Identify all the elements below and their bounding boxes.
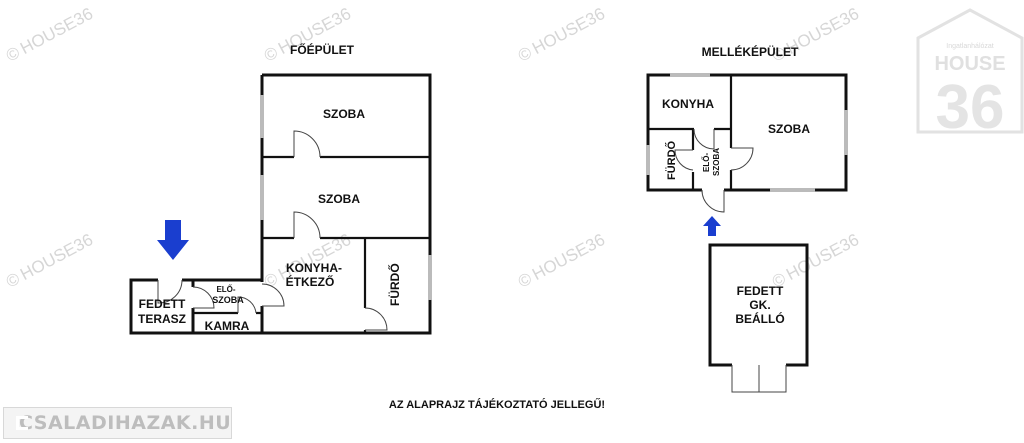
room-label-annex-hall: SZOBA — [712, 148, 721, 176]
brand-logo-line: HOUSE — [934, 53, 1005, 75]
carport-gate — [731, 362, 787, 393]
site-badge: CSALADIHAZAK.HU — [3, 407, 232, 439]
entrance-arrow-icon — [703, 216, 721, 236]
brand-logo-line: 36 — [936, 73, 1005, 142]
room-label-szoba-1: SZOBA — [323, 107, 365, 121]
room-label-terrace: FEDETT — [139, 297, 186, 311]
door — [693, 126, 715, 150]
main-building-title: FŐÉPÜLET — [290, 42, 355, 57]
watermark-text: HOUSE36 — [529, 4, 608, 58]
carport-label: BEÁLLÓ — [735, 311, 784, 326]
door — [728, 147, 754, 171]
watermark-text: HOUSE36 — [17, 230, 96, 284]
room-label-szoba-2: SZOBA — [318, 192, 360, 206]
door — [674, 149, 696, 172]
disclaimer-text: AZ ALAPRAJZ TÁJÉKOZTATÓ JELLEGŰ! — [389, 398, 605, 411]
watermark-text: HOUSE36 — [529, 230, 608, 284]
room-label-kitchen: ÉTKEZŐ — [286, 274, 335, 289]
door — [293, 130, 321, 160]
room-label-hall: ELŐ- — [216, 285, 235, 294]
door — [237, 296, 257, 316]
door — [190, 286, 215, 309]
watermark-text: HOUSE36 — [783, 230, 862, 284]
entrance-arrow-icon — [157, 220, 189, 260]
room-label-annex-szoba: SZOBA — [768, 122, 810, 136]
room-label-annex-bathroom: FÜRDŐ — [665, 140, 678, 180]
door — [701, 187, 725, 213]
brand-logo: Ingatlanhálózat HOUSE 36 — [916, 8, 1024, 142]
door — [293, 211, 321, 241]
annex-building-title: MELLÉKÉPÜLET — [702, 44, 799, 59]
door — [259, 282, 285, 307]
room-label-terrace: TERASZ — [138, 312, 186, 326]
door — [157, 277, 183, 304]
room-label-annex-kitchen: KONYHA — [662, 97, 714, 111]
room-label-kitchen: KONYHA- — [286, 261, 342, 275]
room-label-annex-hall: ELŐ- — [702, 153, 711, 172]
room-label-hall: SZOBA — [212, 295, 244, 305]
watermark-text: HOUSE36 — [17, 4, 96, 58]
carport-label: FEDETT — [737, 284, 784, 298]
room-label-pantry: KAMRA — [205, 319, 250, 333]
site-badge-text: CSALADIHAZAK.HU — [19, 412, 232, 434]
door — [362, 307, 388, 331]
carport-label: GK. — [749, 298, 770, 312]
room-label-bathroom: FÜRDŐ — [387, 263, 402, 306]
brand-logo-line: Ingatlanhálózat — [946, 43, 994, 50]
